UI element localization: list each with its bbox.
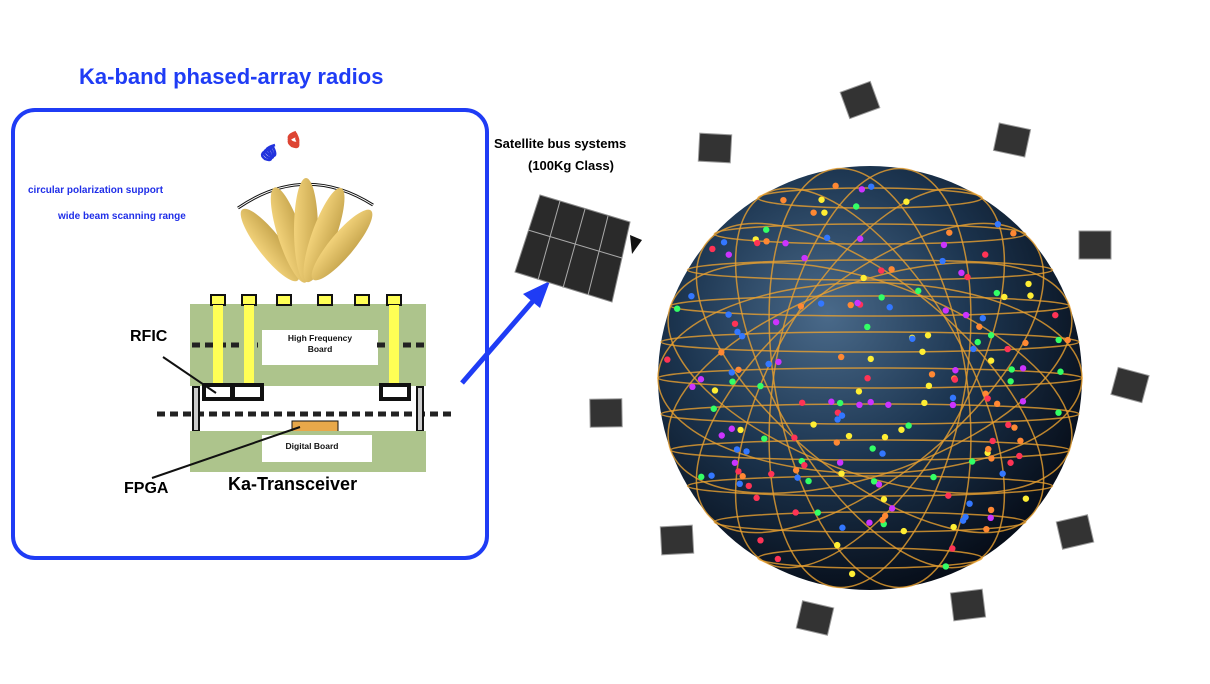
satellite-icon	[1055, 514, 1095, 550]
rfic-label: RFIC	[130, 328, 168, 345]
fpga-label: FPGA	[124, 480, 169, 497]
satellite-bus-icon	[514, 194, 642, 303]
antenna-posts	[210, 294, 402, 385]
satellite-icon	[795, 600, 835, 636]
satellite-class-label: (100Kg Class)	[528, 158, 614, 173]
digital-board-label: Digital Board	[285, 441, 339, 451]
satellite-icon	[949, 588, 987, 622]
satellite-icon	[1078, 230, 1112, 260]
satellite-icon	[589, 398, 623, 428]
beam-lobes-icon	[240, 178, 373, 283]
satellite-icon	[1110, 366, 1150, 404]
orbiting-satellites	[589, 80, 1150, 636]
globe-constellation	[657, 166, 1083, 590]
rfic-chips	[202, 383, 411, 401]
link-arrow-icon	[460, 281, 550, 385]
polarization-spirals-icon	[260, 130, 300, 162]
ka-transceiver-label: Ka-Transceiver	[228, 474, 358, 494]
satellite-icon	[697, 132, 733, 164]
satellite-bus-label: Satellite bus systems	[494, 136, 627, 151]
radio-panel-frame	[11, 108, 489, 560]
satellite-icon	[839, 80, 881, 120]
satellite-icon	[659, 524, 695, 556]
feature-circular-polarization: circular polarization support	[28, 185, 164, 196]
feature-beam-scanning: wide beam scanning range	[58, 211, 186, 222]
satellite-icon	[992, 122, 1032, 158]
page-title: Ka-band phased-array radios	[79, 64, 384, 89]
